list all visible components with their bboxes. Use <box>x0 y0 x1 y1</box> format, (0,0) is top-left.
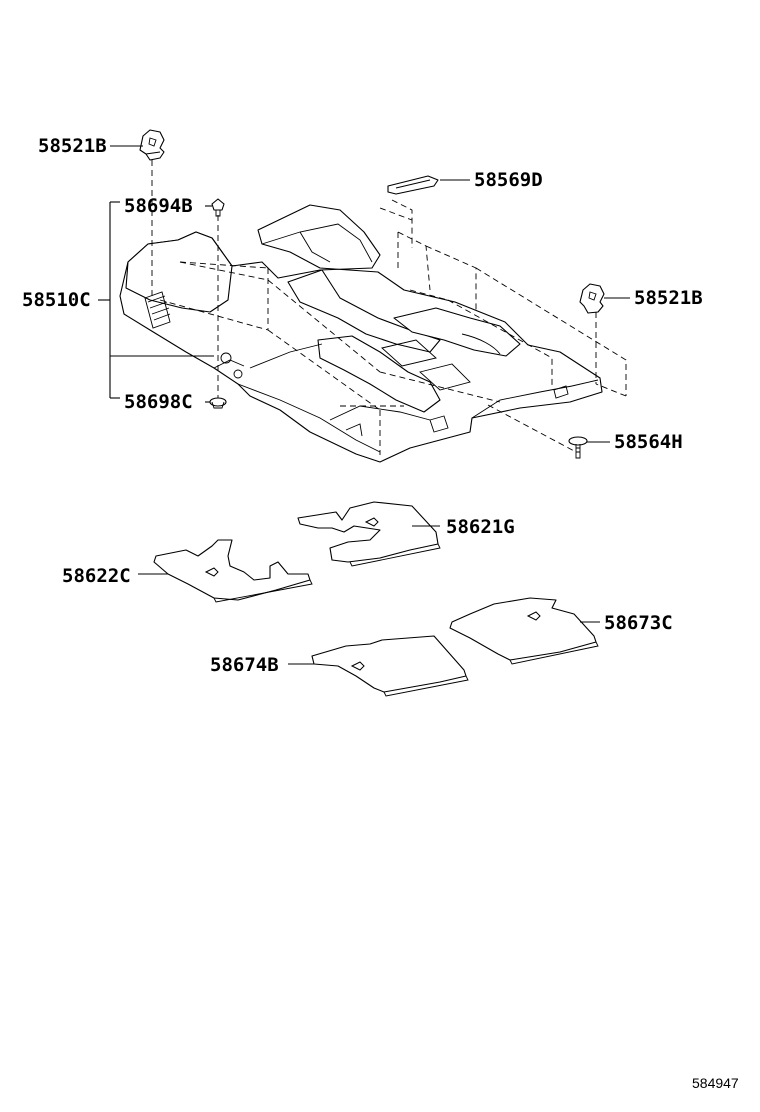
label-58510c: 58510C <box>22 289 91 311</box>
label-58694b: 58694B <box>124 195 193 217</box>
label-58673c: 58673C <box>604 612 673 634</box>
clip-58521b-top[interactable] <box>139 129 165 161</box>
floor-carpet-assembly[interactable] <box>119 204 603 463</box>
part-labels: 58521B 58694B 58569D 58510C 58521B 58698… <box>22 135 739 1091</box>
label-58621g: 58621G <box>446 516 515 538</box>
leader-lines <box>98 145 630 665</box>
label-58564h: 58564H <box>614 431 683 453</box>
floor-mat-58674b[interactable] <box>311 635 469 697</box>
label-58622c: 58622C <box>62 565 131 587</box>
floor-mat-58621g[interactable] <box>297 501 441 567</box>
label-58674b: 58674B <box>210 654 279 676</box>
grommet-58698c[interactable] <box>209 397 227 409</box>
clip-58521b-right[interactable] <box>579 283 605 314</box>
fastener-58694b[interactable] <box>211 198 225 217</box>
floor-mat-58673c[interactable] <box>449 597 599 665</box>
cover-58569d[interactable] <box>387 175 439 195</box>
label-58521b-top: 58521B <box>38 135 107 157</box>
label-58569d: 58569D <box>474 169 543 191</box>
alignment-lines <box>151 160 627 455</box>
floor-mat-58622c[interactable] <box>153 539 313 603</box>
figure-number: 584947 <box>692 1075 739 1091</box>
label-58521b-right: 58521B <box>634 287 703 309</box>
fastener-58564h[interactable] <box>568 436 588 459</box>
label-58698c: 58698C <box>124 391 193 413</box>
